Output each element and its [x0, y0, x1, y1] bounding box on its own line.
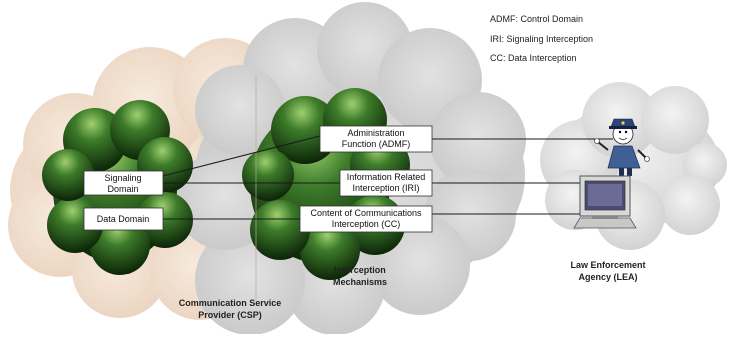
admf-box: Administration Function (ADMF): [319, 125, 433, 153]
legend-cc: CC: Data Interception: [490, 53, 577, 63]
signaling-domain-line-1: Signaling: [104, 173, 141, 183]
legend-iri: IRI: Signaling Interception: [490, 34, 593, 44]
cc-box-line-1: Content of Communications: [310, 208, 422, 218]
admf-box-line-1: Administration: [347, 128, 404, 138]
signaling-domain-line-2: Domain: [107, 184, 138, 194]
cc-box-line-2: Interception (CC): [332, 219, 401, 229]
lea-label-line-1: Law Enforcement: [570, 260, 645, 270]
police-officer-icon: [594, 118, 650, 176]
data-domain-box: Data Domain: [83, 207, 164, 231]
iri-box-line-2: Interception (IRI): [352, 183, 419, 193]
lea-label-line-2: Agency (LEA): [578, 272, 637, 282]
connector-signaling-to-admf: [162, 135, 321, 177]
signaling-domain-box: Signaling Domain: [83, 170, 164, 196]
data-domain-label: Data Domain: [97, 214, 150, 224]
legend-admf: ADMF: Control Domain: [490, 14, 583, 24]
mechanisms-label-line-1: Interception: [334, 265, 386, 275]
csp-label-line-2: Provider (CSP): [198, 310, 262, 320]
csp-label-line-1: Communication Service: [179, 298, 282, 308]
iri-box: Information Related Interception (IRI): [339, 169, 433, 197]
computer-terminal-icon: [573, 175, 637, 229]
mechanisms-label-line-2: Mechanisms: [333, 277, 387, 287]
iri-box-line-1: Information Related: [347, 172, 426, 182]
cc-box: Content of Communications Interception (…: [299, 205, 433, 233]
connector-lines: [162, 135, 613, 220]
admf-box-line-2: Function (ADMF): [342, 139, 411, 149]
